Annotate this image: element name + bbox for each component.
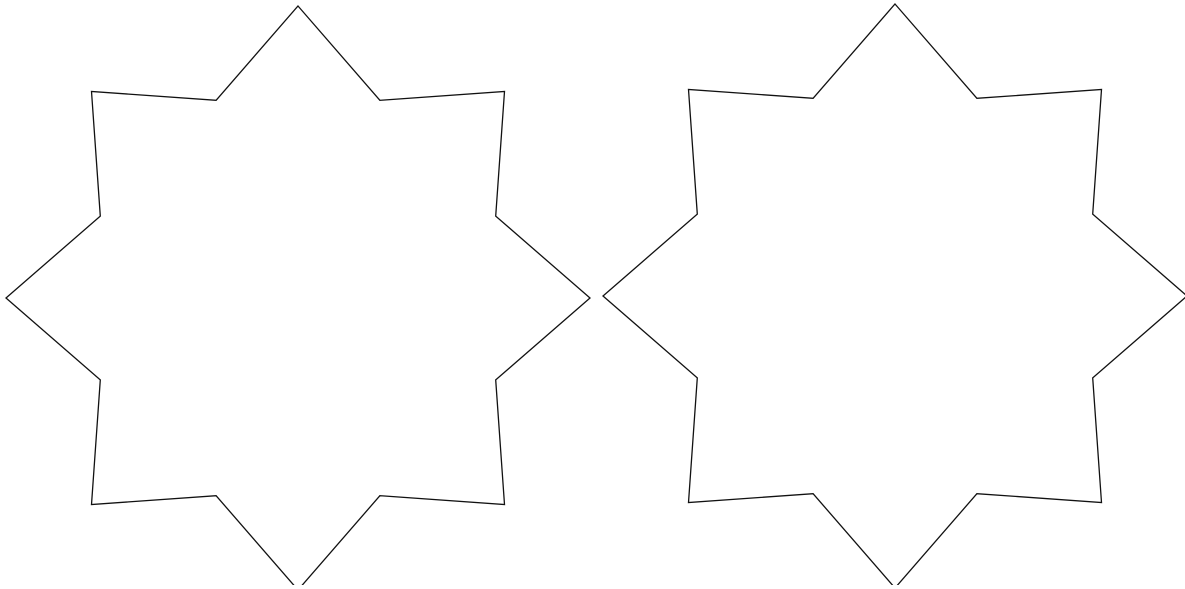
star-outline bbox=[603, 4, 1185, 585]
star-outline bbox=[6, 6, 590, 585]
left-star-tiling bbox=[6, 6, 590, 585]
right-star-tiling bbox=[603, 4, 1185, 585]
